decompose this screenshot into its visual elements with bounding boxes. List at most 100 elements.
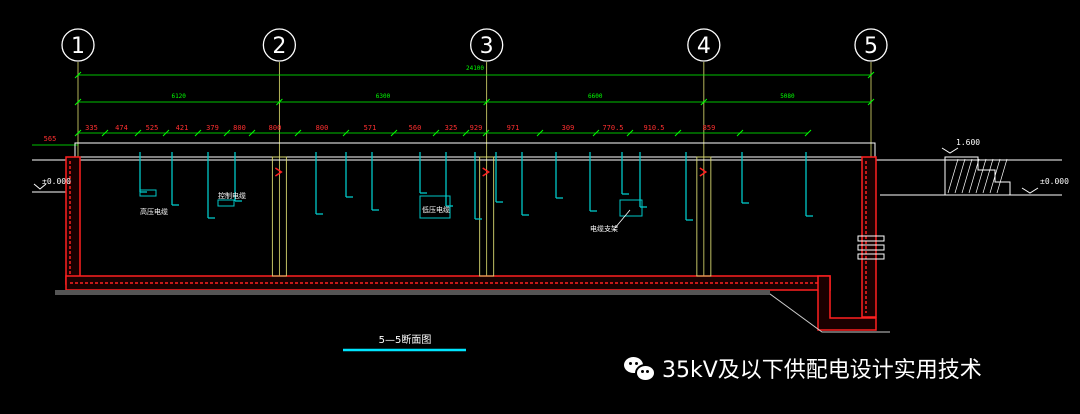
dim-tick <box>700 98 708 106</box>
watermark: 35kV及以下供配电设计实用技术 <box>624 350 982 386</box>
detail-dim-label: 525 <box>146 124 159 132</box>
blinding-fill <box>55 290 770 295</box>
column <box>271 156 287 277</box>
elevation-left: ±0.000 <box>42 177 71 186</box>
hatch-line <box>954 158 966 194</box>
elev-marker-left <box>33 183 47 190</box>
dim-tick <box>867 71 875 79</box>
hatch-line <box>968 158 980 194</box>
detail-dim-label: 560 <box>409 124 422 132</box>
detail-dim-label: 800 <box>316 124 329 132</box>
hatch-line <box>996 158 1008 194</box>
leader-bracket <box>614 209 631 229</box>
trench-structure <box>32 142 1062 333</box>
cable-brackets <box>139 152 885 260</box>
column-rebar <box>699 167 708 177</box>
hatch-line <box>947 158 959 194</box>
dimension-lines: 6120 6300 6600 5080 335 474 525 421 379 800 800 800… <box>32 71 875 146</box>
dim-tick <box>74 98 82 106</box>
elev-marker-top <box>941 147 959 154</box>
span-dim-label: 5080 <box>780 93 795 100</box>
label-hv-cable: 高压电缆 <box>140 207 168 216</box>
dim-tick <box>674 129 682 137</box>
total-dimension: 24100 <box>466 65 484 72</box>
dim-tick <box>432 129 440 137</box>
left-offset-dimension: 565 <box>44 135 57 143</box>
detail-dim-label: 800 <box>233 124 246 132</box>
dim-tick <box>342 129 350 137</box>
dim-tick <box>804 129 812 137</box>
hatch-line <box>982 158 994 194</box>
cable-tray-hv <box>139 189 157 197</box>
dim-tick <box>483 98 491 106</box>
column-rebar <box>274 167 283 177</box>
hatch-line <box>989 158 1001 194</box>
column-rebar <box>482 167 491 177</box>
detail-dim-label: 421 <box>176 124 189 132</box>
pipe-sleeve <box>857 244 885 251</box>
detail-dim-label: 335 <box>85 124 98 132</box>
dim-tick <box>390 129 398 137</box>
detail-dim-label: 800 <box>269 124 282 132</box>
dim-tick <box>482 129 490 137</box>
pipe-sleeve <box>857 253 885 260</box>
hatch-line <box>975 158 987 194</box>
dim-tick <box>276 98 283 106</box>
label-ctrl-cable: 控制电缆 <box>218 191 246 200</box>
dim-tick <box>736 129 744 137</box>
column <box>696 156 712 277</box>
column <box>479 156 495 277</box>
annotations: 24100 565 ±0.000 ±0.000 1.600 高压电缆 控制电缆 … <box>42 65 1069 352</box>
cable-tray-ctrl <box>217 199 235 207</box>
detail-dim-label: 859 <box>703 124 716 132</box>
cable-tray-bracket <box>619 199 643 217</box>
sump-pit <box>817 275 877 331</box>
detail-dim-label: 379 <box>206 124 219 132</box>
axis-label-2: 2 <box>272 34 286 59</box>
watermark-text: 35kV及以下供配电设计实用技术 <box>662 358 982 383</box>
dim-tick <box>462 129 470 137</box>
detail-dim-label: 971 <box>507 124 520 132</box>
dim-tick <box>101 129 109 137</box>
wechat-icon <box>624 355 656 382</box>
dim-tick <box>223 129 231 137</box>
dim-tick <box>867 98 875 106</box>
dim-tick <box>626 129 634 137</box>
detail-dim-label: 770.5 <box>602 124 623 132</box>
cable-tray-lv <box>419 195 451 219</box>
dim-tick <box>74 71 82 79</box>
dim-tick <box>162 129 170 137</box>
span-dim-label: 6120 <box>171 93 186 100</box>
axis-label-3: 3 <box>480 34 494 59</box>
elevation-top-right: 1.600 <box>956 138 980 147</box>
detail-dim-label: 474 <box>115 124 128 132</box>
dim-tick <box>592 129 600 137</box>
hatch-line <box>961 158 973 194</box>
axis-bubble-2 <box>262 28 297 62</box>
axis-bubble-5 <box>854 28 888 62</box>
detail-dim-label: 910.5 <box>643 124 664 132</box>
dim-tick <box>248 129 256 137</box>
axis-bubble-1 <box>61 28 95 62</box>
elevation-right: ±0.000 <box>1040 177 1069 186</box>
label-bracket: 电缆支架 <box>590 224 618 233</box>
dim-tick <box>134 129 142 137</box>
label-lv-cable: 低压电缆 <box>422 205 450 214</box>
axis-bubble-4 <box>687 28 721 62</box>
axis-bubble-3 <box>470 28 504 62</box>
detail-dim-label: 325 <box>445 124 458 132</box>
embankment <box>944 156 1011 196</box>
pipe-sleeve <box>857 235 885 242</box>
dim-tick <box>294 129 302 137</box>
axis-label-4: 4 <box>697 34 711 59</box>
elev-marker-right <box>1021 187 1039 194</box>
detail-dim-label: 309 <box>562 124 575 132</box>
dim-tick <box>536 129 544 137</box>
span-dim-label: 6300 <box>376 93 391 100</box>
axis-label-5: 5 <box>864 34 878 59</box>
span-dim-label: 6600 <box>588 93 603 100</box>
axis-label-1: 1 <box>71 34 85 59</box>
detail-dim-label: 929 <box>470 124 483 132</box>
dim-tick <box>74 129 82 137</box>
